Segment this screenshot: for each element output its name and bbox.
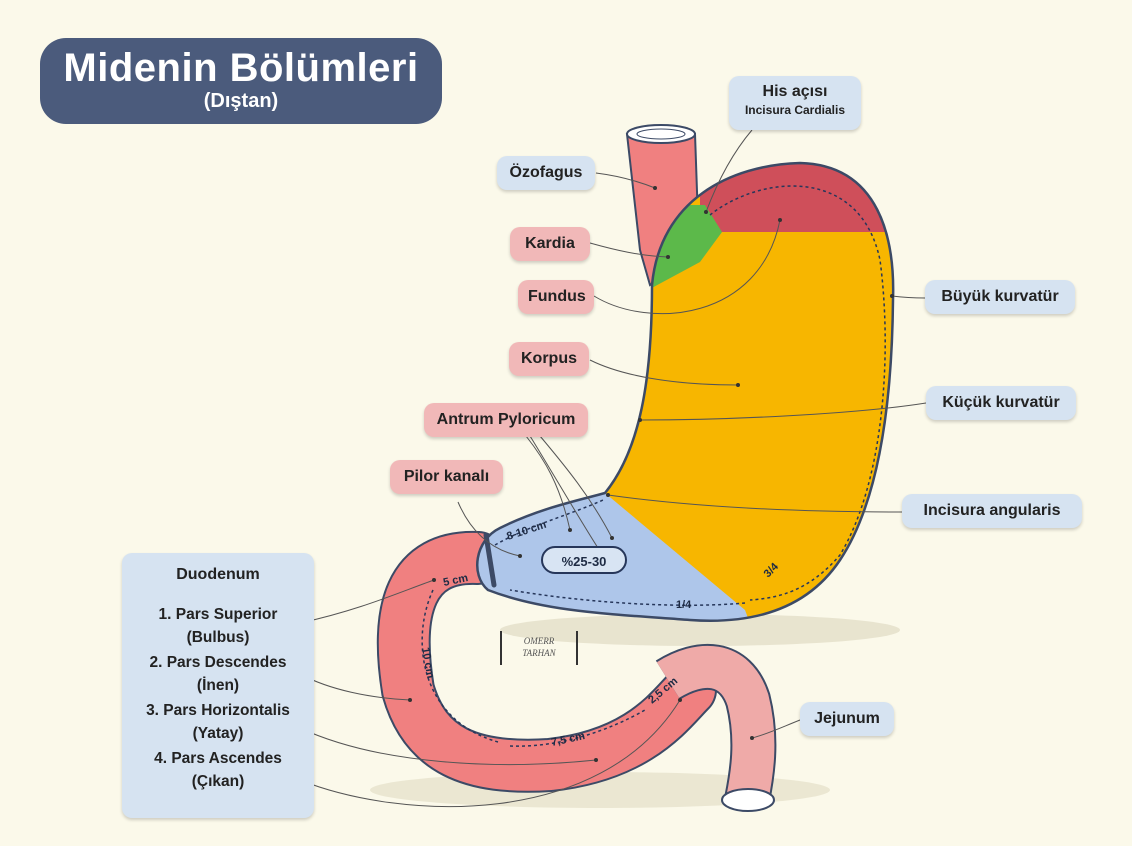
duodenum-part-name: 1. Pars Superior (122, 603, 314, 626)
duodenum-part-name: 2. Pars Descendes (122, 651, 314, 674)
duodenum-part-name: 4. Pars Ascendes (122, 747, 314, 770)
esophagus-opening-inner (637, 129, 685, 139)
leader-buyuk (892, 296, 925, 298)
duodenum-part-alt: (İnen) (122, 674, 314, 697)
diagram-title: Midenin Bölümleri (40, 48, 442, 88)
label-kardia: Kardia (510, 227, 590, 261)
label-incisura-angularis: Incisura angularis (902, 494, 1082, 528)
antrum-percent-badge: %25-30 (541, 546, 627, 574)
jejunum-opening (722, 789, 774, 811)
label-buyuk-kurvatur: Büyük kurvatür (925, 280, 1075, 314)
author-signature: OMERR TARHAN (500, 631, 578, 665)
quarter-label: 1/4 (676, 599, 692, 611)
fundus-region (700, 150, 920, 232)
label-korpus: Korpus (509, 342, 589, 376)
duodenum-part-name: 3. Pars Horizontalis (122, 699, 314, 722)
signature-line-1: OMERR (502, 635, 576, 647)
label-fundus: Fundus (518, 280, 594, 314)
label-pilor-kanali: Pilor kanalı (390, 460, 503, 494)
duodenum-legend: Duodenum 1. Pars Superior (Bulbus) 2. Pa… (122, 553, 314, 818)
label-ozofagus: Özofagus (497, 156, 595, 190)
his-acisi-title: His açısı (729, 82, 861, 102)
label-antrum-pyloricum: Antrum Pyloricum (424, 403, 588, 437)
duodenum-title: Duodenum (122, 565, 314, 585)
duodenum-part-alt: (Çıkan) (122, 770, 314, 793)
label-his-acisi: His açısı Incisura Cardialis (729, 76, 861, 130)
label-kucuk-kurvatur: Küçük kurvatür (926, 386, 1076, 420)
signature-line-2: TARHAN (502, 647, 576, 659)
his-acisi-subtitle: Incisura Cardialis (729, 102, 861, 118)
diagram-subtitle: (Dıştan) (40, 90, 442, 112)
label-jejunum: Jejunum (800, 702, 894, 736)
duodenum-part-alt: (Bulbus) (122, 626, 314, 649)
duodenum-part-alt: (Yatay) (122, 722, 314, 745)
diagram-title-box: Midenin Bölümleri (Dıştan) (40, 38, 442, 124)
